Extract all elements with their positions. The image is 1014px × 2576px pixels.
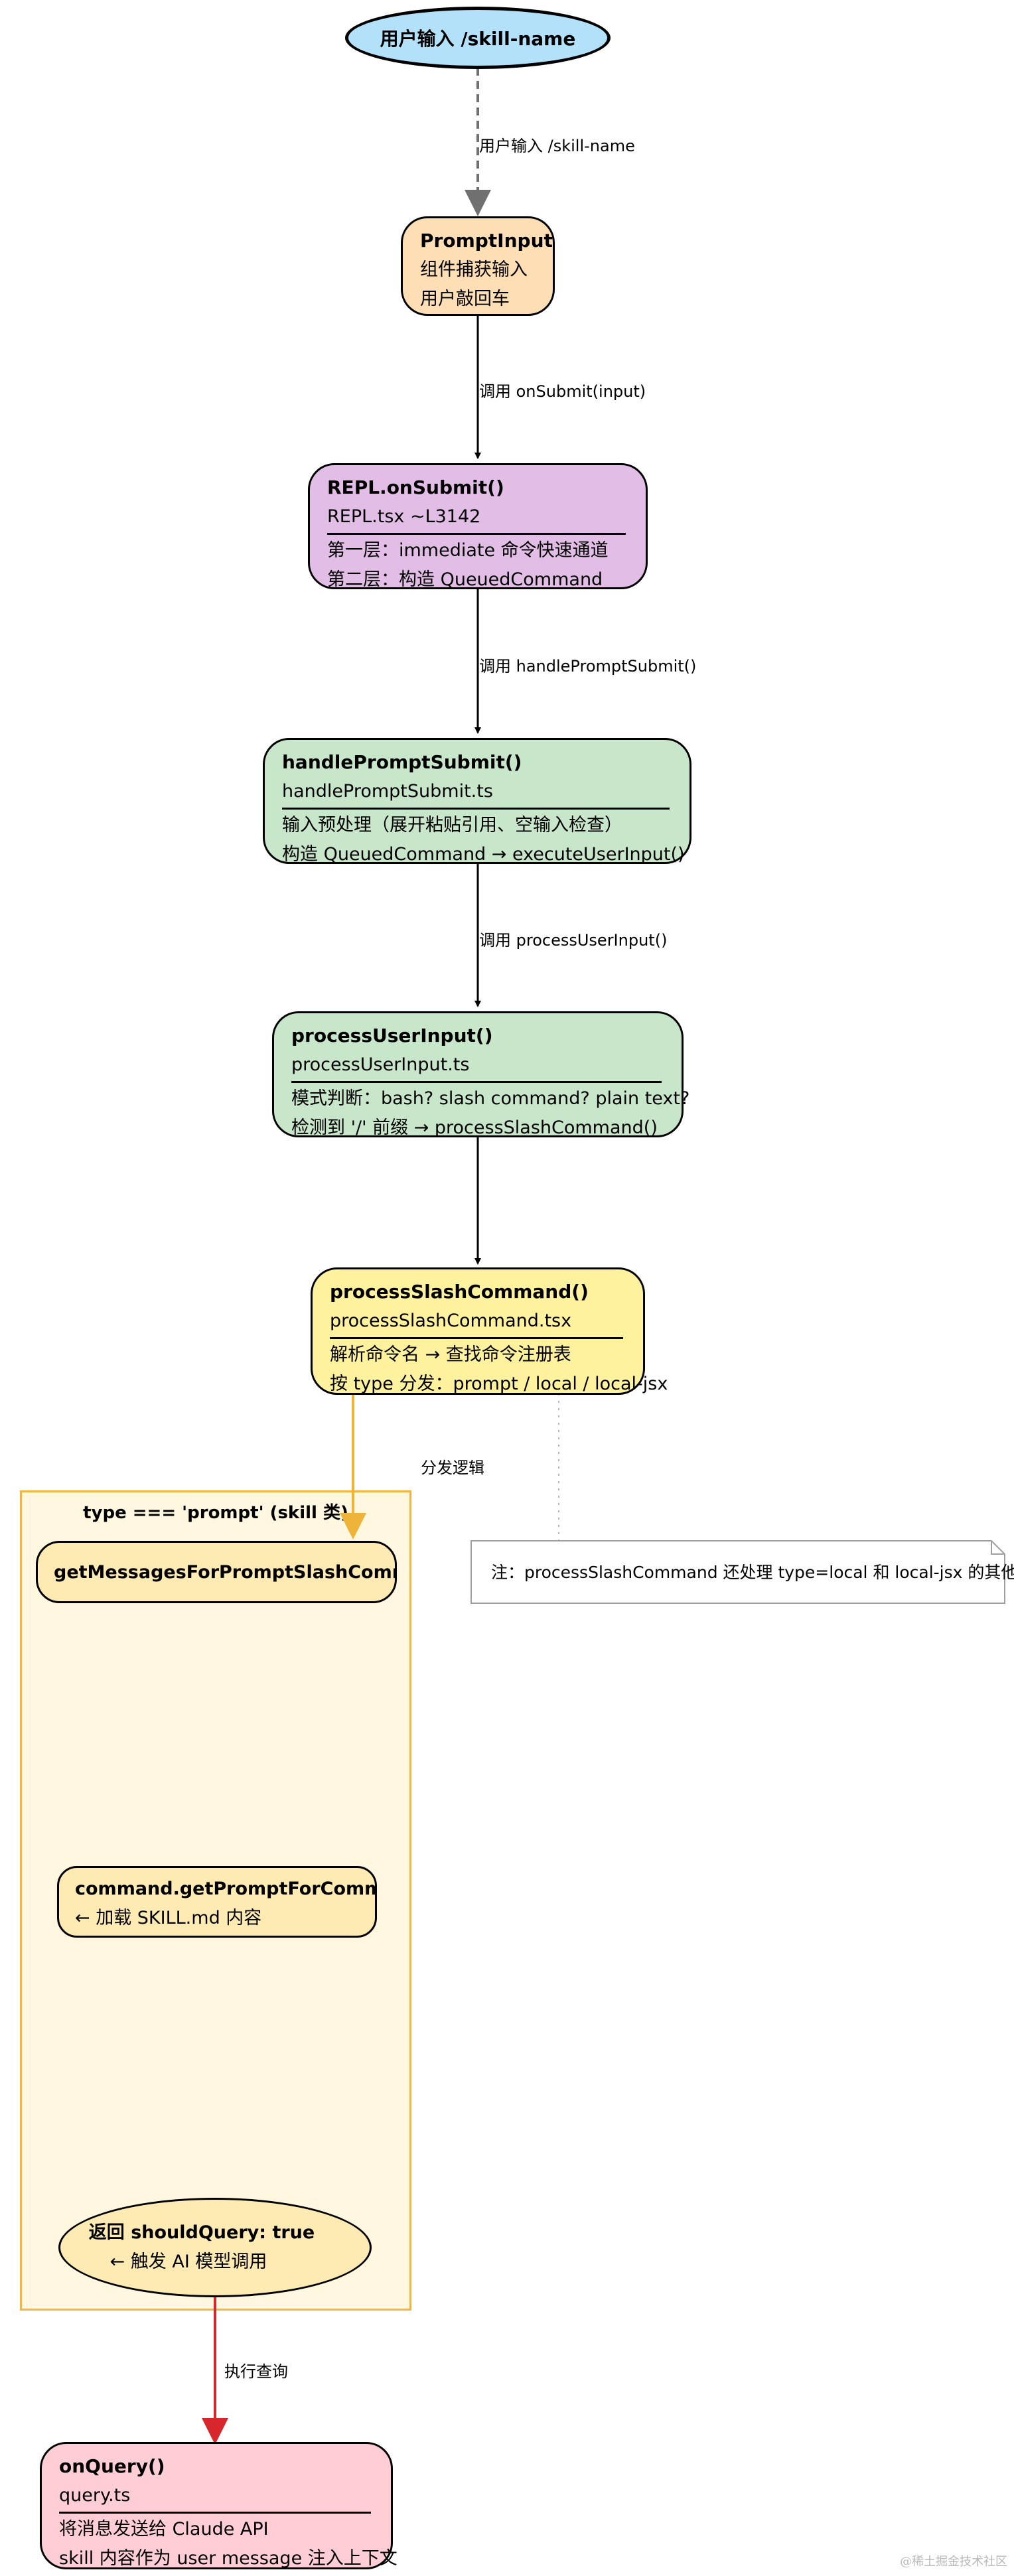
edge-label-dispatch: 分发逻辑 — [421, 1459, 484, 1477]
note-shape — [471, 1540, 1005, 1604]
process-slash-line1: 解析命令名 → 查找命令注册表 — [330, 1344, 571, 1365]
should-query-node: 返回 shouldQuery: true ← 触发 AI 模型调用 — [58, 2198, 372, 2297]
repl-divider — [327, 533, 626, 535]
process-user-line2: 检测到 '/' 前缀 → processSlashCommand() — [291, 1117, 658, 1138]
process-slash-command-node: processSlashCommand() processSlashComman… — [311, 1267, 668, 1395]
prompt-input-line2: 用户敲回车 — [420, 289, 510, 309]
prompt-input-line1: 组件捕获输入 — [420, 259, 528, 280]
get-messages-title: getMessagesForPromptSlashCommand() — [54, 1561, 395, 1583]
process-slash-line2: 按 type 分发：prompt / local / local-jsx — [330, 1374, 668, 1394]
watermark: @稀土掘金技术社区 — [900, 2555, 1007, 2569]
should-query-line1: ← 触发 AI 模型调用 — [109, 2252, 267, 2272]
handle-prompt-divider — [282, 808, 670, 810]
repl-line2: 第二层：构造 QueuedCommand — [327, 569, 603, 590]
on-query-file: query.ts — [59, 2485, 131, 2506]
repl-title: REPL.onSubmit() — [327, 476, 504, 498]
get-prompt-node: command.getPromptForCommand() ← 加载 SKILL… — [57, 1866, 377, 1938]
edge-label-user-input: 用户输入 /skill-name — [479, 137, 635, 155]
repl-line1: 第一层：immediate 命令快速通道 — [327, 540, 609, 561]
note-text: 注：processSlashCommand 还处理 type=local 和 l… — [491, 1563, 1014, 1582]
edge-label-execute-query: 执行查询 — [224, 2362, 288, 2381]
process-slash-title: processSlashCommand() — [330, 1281, 589, 1303]
get-prompt-title: command.getPromptForCommand() — [75, 1879, 375, 1899]
on-query-line2: skill 内容作为 user message 注入上下文 — [59, 2548, 398, 2569]
on-query-line1: 将消息发送给 Claude API — [59, 2519, 269, 2540]
prompt-input-title: PromptInput — [420, 230, 553, 251]
edge-label-onsubmit: 调用 onSubmit(input) — [479, 382, 646, 401]
process-slash-file: processSlashCommand.tsx — [330, 1311, 572, 1331]
handle-prompt-submit-node: handlePromptSubmit() handlePromptSubmit.… — [263, 738, 691, 865]
edge-label-process-user-input: 调用 processUserInput() — [479, 931, 668, 950]
start-label: 用户输入 /skill-name — [380, 28, 576, 50]
get-prompt-line1: ← 加载 SKILL.md 内容 — [75, 1908, 262, 1928]
process-slash-divider — [330, 1337, 623, 1339]
handle-prompt-title: handlePromptSubmit() — [282, 751, 522, 773]
should-query-title: 返回 shouldQuery: true — [88, 2222, 315, 2243]
prompt-input-node: PromptInput 组件捕获输入 用户敲回车 — [401, 216, 555, 316]
process-user-file: processUserInput.ts — [291, 1054, 470, 1075]
get-messages-node: getMessagesForPromptSlashCommand() — [36, 1541, 397, 1603]
handle-prompt-line1: 输入预处理（展开粘贴引用、空输入检查） — [282, 815, 622, 835]
group-title: type === 'prompt' (skill 类) — [83, 1503, 348, 1523]
on-query-node: onQuery() query.ts 将消息发送给 Claude API ski… — [40, 2442, 398, 2569]
repl-onsubmit-node: REPL.onSubmit() REPL.tsx ~L3142 第一层：imme… — [308, 463, 648, 590]
start-node: 用户输入 /skill-name — [345, 7, 611, 69]
edge-label-handle-prompt-submit: 调用 handlePromptSubmit() — [479, 657, 697, 676]
repl-file: REPL.tsx ~L3142 — [327, 506, 481, 527]
process-user-title: processUserInput() — [291, 1025, 493, 1046]
process-user-line1: 模式判断：bash? slash command? plain text? — [291, 1088, 690, 1109]
handle-prompt-file: handlePromptSubmit.ts — [282, 781, 493, 802]
process-user-divider — [291, 1081, 662, 1083]
process-user-input-node: processUserInput() processUserInput.ts 模… — [272, 1011, 690, 1138]
on-query-title: onQuery() — [59, 2455, 165, 2477]
on-query-divider — [59, 2512, 371, 2514]
handle-prompt-line2: 构造 QueuedCommand → executeUserInput() — [282, 844, 685, 865]
